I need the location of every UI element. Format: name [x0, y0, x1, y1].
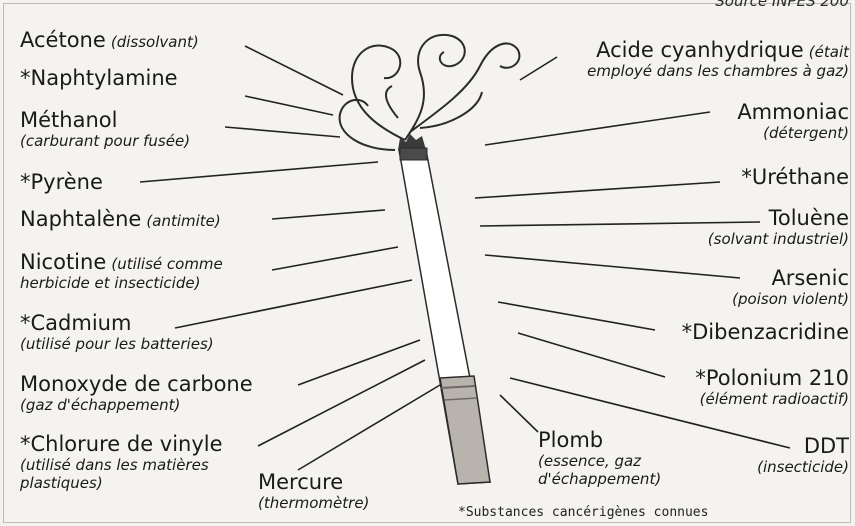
label-monoxyde: Monoxyde de carbone (gaz d'échappement) [20, 372, 253, 414]
label-naphtylamine: *Naphtylamine [20, 66, 178, 90]
mercure-use: (thermomètre) [258, 494, 369, 512]
nicotine-use-2: herbicide et insecticide) [20, 274, 223, 292]
acide-name: Acide cyanhydrique [596, 38, 804, 62]
footnote: *Substances cancérigènes connues [458, 505, 708, 520]
acetone-use: (dissolvant) [111, 33, 199, 51]
plomb-use-1: (essence, gaz [538, 452, 661, 470]
chlorure-name: *Chlorure de vinyle [20, 432, 223, 456]
plomb-name: Plomb [538, 428, 661, 452]
acetone-name: Acétone [20, 28, 106, 52]
smoke-icon [340, 35, 520, 150]
cadmium-name: *Cadmium [20, 311, 214, 335]
monoxyde-name: Monoxyde de carbone [20, 372, 253, 396]
label-ammoniac: Ammoniac (détergent) [737, 100, 849, 142]
label-pyrene: *Pyrène [20, 170, 103, 194]
chlorure-use-2: plastiques) [20, 474, 223, 492]
source-credit: Source INPES 200 [715, 0, 849, 10]
methanol-use: (carburant pour fusée) [20, 132, 190, 150]
cigarette-icon [398, 134, 490, 484]
naphtalene-use: (antimite) [146, 212, 220, 230]
label-plomb: Plomb (essence, gaz d'échappement) [538, 428, 661, 488]
label-polonium: *Polonium 210 (élément radioactif) [695, 366, 849, 408]
toluene-use: (solvant industriel) [708, 230, 849, 248]
label-cadmium: *Cadmium (utilisé pour les batteries) [20, 311, 214, 353]
plomb-use-2: d'échappement) [538, 470, 661, 488]
label-acetone: Acétone (dissolvant) [20, 28, 199, 52]
label-mercure: Mercure (thermomètre) [258, 470, 369, 512]
label-toluene: Toluène (solvant industriel) [708, 206, 849, 248]
methanol-name: Méthanol [20, 108, 190, 132]
ddt-name: DDT [757, 434, 849, 458]
label-chlorure: *Chlorure de vinyle (utilisé dans les ma… [20, 432, 223, 492]
nicotine-name: Nicotine [20, 250, 106, 274]
polonium-use: (élément radioactif) [695, 390, 849, 408]
arsenic-name: Arsenic [732, 266, 849, 290]
monoxyde-use: (gaz d'échappement) [20, 396, 253, 414]
chlorure-use-1: (utilisé dans les matières [20, 456, 223, 474]
ammoniac-use: (détergent) [737, 124, 849, 142]
label-dibenzacridine: *Dibenzacridine [682, 320, 849, 344]
naphtalene-name: Naphtalène [20, 207, 141, 231]
label-methanol: Méthanol (carburant pour fusée) [20, 108, 190, 150]
label-arsenic: Arsenic (poison violent) [732, 266, 849, 308]
acide-use-1: (était [809, 43, 849, 61]
nicotine-use-1: (utilisé comme [111, 255, 222, 273]
mercure-name: Mercure [258, 470, 369, 494]
ddt-use: (insecticide) [757, 458, 849, 476]
toluene-name: Toluène [708, 206, 849, 230]
label-urethane: *Uréthane [741, 165, 849, 189]
acide-use-2: employé dans les chambres à gaz) [587, 62, 849, 80]
label-nicotine: Nicotine (utilisé comme herbicide et ins… [20, 250, 223, 292]
cadmium-use: (utilisé pour les batteries) [20, 335, 214, 353]
label-acide-cyanhydrique: Acide cyanhydrique (était employé dans l… [587, 38, 849, 80]
arsenic-use: (poison violent) [732, 290, 849, 308]
ammoniac-name: Ammoniac [737, 100, 849, 124]
polonium-name: *Polonium 210 [695, 366, 849, 390]
label-naphtalene: Naphtalène (antimite) [20, 207, 221, 231]
label-ddt: DDT (insecticide) [757, 434, 849, 476]
